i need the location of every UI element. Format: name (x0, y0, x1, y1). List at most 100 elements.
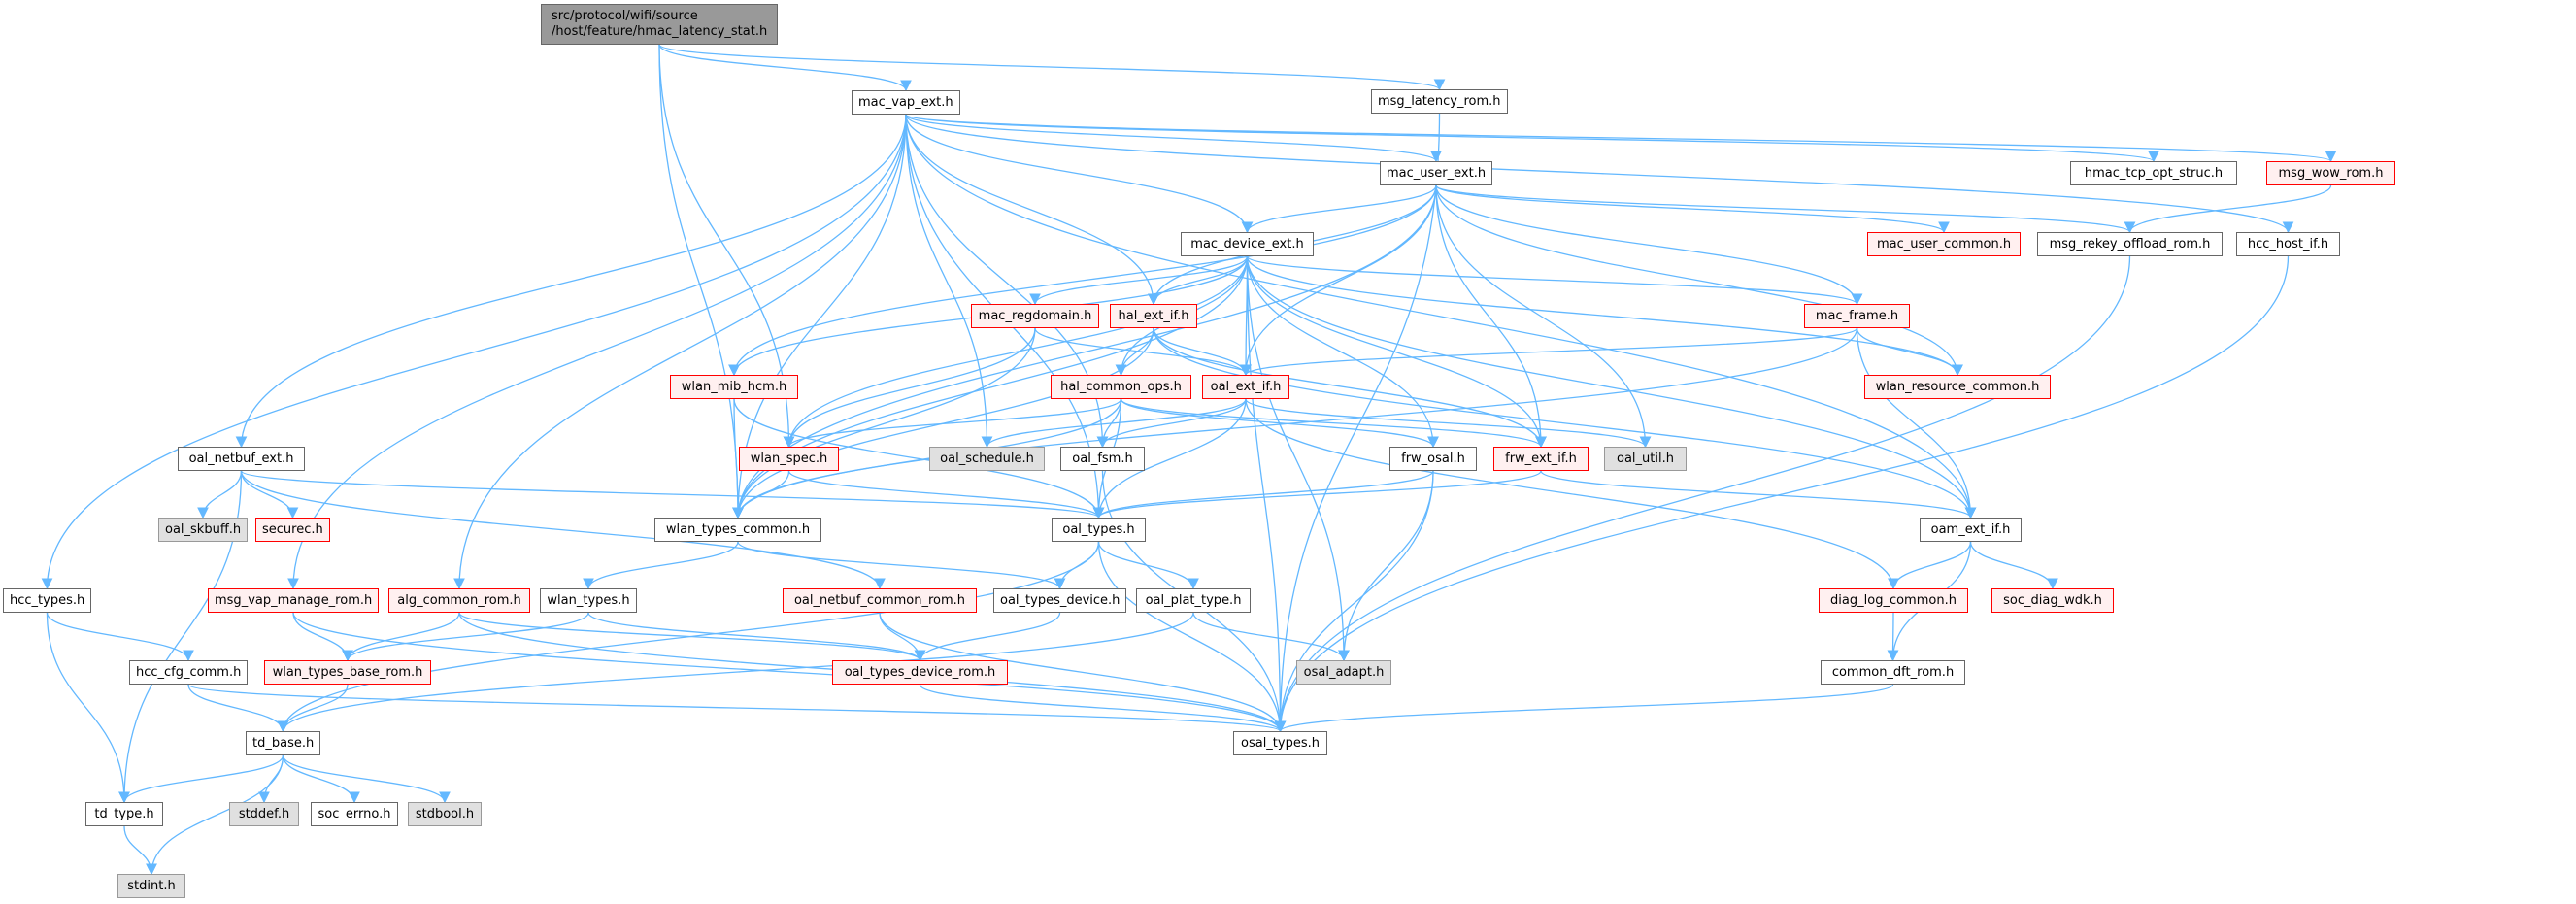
node-label: diag_log_common.h (1830, 593, 1957, 608)
edge-hcc-types-to-hcc-cfg-comm (46, 612, 194, 662)
edge-wlan-mib-hcm-to-oal-types (733, 398, 1105, 519)
edge-hal-common-ops-to-wlan-spec (783, 398, 1122, 449)
edge-root-to-msg-latency-rom (658, 44, 1445, 91)
node-label: hal_common_ops.h (1060, 380, 1182, 394)
node-label: stdbool.h (415, 807, 475, 821)
node-stdbool[interactable]: stdbool.h (408, 802, 482, 826)
edge-td-base-to-stdbool (282, 754, 451, 804)
node-common-dft-rom[interactable]: common_dft_rom.h (1821, 660, 1965, 685)
node-oal-util[interactable]: oal_util.h (1604, 447, 1687, 471)
node-msg-latency-rom[interactable]: msg_latency_rom.h (1371, 89, 1508, 114)
node-label: wlan_spec.h (750, 452, 828, 466)
node-hcc-host-if[interactable]: hcc_host_if.h (2236, 232, 2340, 256)
node-label: stddef.h (238, 807, 290, 821)
node-hcc-cfg-comm[interactable]: hcc_cfg_comm.h (129, 660, 249, 685)
edge-hcc-cfg-comm-to-osal-types (187, 684, 1286, 733)
node-oal-plat-type[interactable]: oal_plat_type.h (1136, 588, 1251, 613)
node-hal-common-ops[interactable]: hal_common_ops.h (1051, 375, 1191, 399)
node-oam-ext-if[interactable]: oam_ext_if.h (1920, 518, 2022, 542)
node-oal-netbuf-common-rom[interactable]: oal_netbuf_common_rom.h (783, 588, 977, 613)
node-frw-ext-if[interactable]: frw_ext_if.h (1493, 447, 1589, 471)
node-oal-ext-if[interactable]: oal_ext_if.h (1202, 375, 1289, 399)
edge-td-type-to-stdint (123, 825, 157, 876)
node-soc-diag-wdk[interactable]: soc_diag_wdk.h (1991, 588, 2114, 613)
node-soc-errno[interactable]: soc_errno.h (311, 802, 398, 826)
node-wlan-types-common[interactable]: wlan_types_common.h (654, 518, 821, 542)
edge-oal-types-device-rom-to-osal-types (919, 684, 1287, 733)
node-oal-types-device[interactable]: oal_types_device.h (993, 588, 1127, 613)
node-msg-rekey-offload-rom[interactable]: msg_rekey_offload_rom.h (2037, 232, 2223, 256)
node-td-type[interactable]: td_type.h (85, 802, 163, 826)
edge-wlan-mib-hcm-to-wlan-types-common (732, 398, 744, 519)
node-label: oal_netbuf_common_rom.h (793, 593, 966, 608)
node-mac-device-ext[interactable]: mac_device_ext.h (1181, 232, 1314, 256)
edge-mac-device-ext-to-wlan-resource-common (1246, 255, 1963, 377)
edge-oal-ext-if-to-diag-log-common (1245, 398, 1899, 590)
node-td-base[interactable]: td_base.h (246, 731, 321, 755)
node-root[interactable]: src/protocol/wifi/source/host/feature/hm… (541, 4, 778, 45)
node-securec[interactable]: securec.h (255, 518, 330, 542)
edge-root-to-wlan-types-common (658, 44, 744, 519)
node-oal-types[interactable]: oal_types.h (1052, 518, 1146, 542)
node-mac-vap-ext[interactable]: mac_vap_ext.h (852, 90, 960, 115)
node-hal-ext-if[interactable]: hal_ext_if.h (1110, 304, 1197, 328)
root-title-line: /host/feature/hmac_latency_stat.h (552, 24, 768, 39)
edge-mac-vap-ext-to-mac-user-ext (905, 114, 1442, 163)
node-hmac-tcp-opt-struc[interactable]: hmac_tcp_opt_struc.h (2070, 161, 2237, 185)
edge-oal-ext-if-to-oal-schedule (981, 398, 1247, 449)
edge-mac-device-ext-to-wlan-spec (783, 255, 1249, 449)
node-wlan-types-base-rom[interactable]: wlan_types_base_rom.h (264, 660, 431, 685)
edge-mac-user-ext-to-oal-util (1435, 184, 1652, 449)
edge-mac-vap-ext-to-hal-ext-if (905, 114, 1159, 306)
node-label: oal_util.h (1617, 452, 1674, 466)
edge-alg-common-rom-to-oal-types-device-rom (458, 612, 926, 662)
node-label: soc_diag_wdk.h (2003, 593, 2102, 608)
node-label: hal_ext_if.h (1118, 309, 1189, 323)
edge-msg-latency-rom-to-osal-types (1274, 113, 1441, 733)
node-wlan-mib-hcm[interactable]: wlan_mib_hcm.h (670, 375, 798, 399)
node-frw-osal[interactable]: frw_osal.h (1389, 447, 1477, 471)
node-diag-log-common[interactable]: diag_log_common.h (1819, 588, 1968, 613)
node-label: wlan_types_common.h (665, 522, 811, 537)
node-stddef[interactable]: stddef.h (229, 802, 299, 826)
node-osal-adapt[interactable]: osal_adapt.h (1296, 660, 1391, 685)
node-oal-skbuff[interactable]: oal_skbuff.h (158, 518, 249, 542)
node-label: wlan_types_base_rom.h (272, 665, 423, 680)
edge-oal-netbuf-common-rom-to-osal-types (879, 612, 1287, 733)
node-oal-types-device-rom[interactable]: oal_types_device_rom.h (832, 660, 1008, 685)
node-mac-user-ext[interactable]: mac_user_ext.h (1380, 161, 1493, 185)
edge-hal-ext-if-to-frw-ext-if (1153, 327, 1547, 449)
node-wlan-types[interactable]: wlan_types.h (540, 588, 637, 613)
node-label: soc_errno.h (318, 807, 391, 821)
node-hcc-types[interactable]: hcc_types.h (3, 588, 92, 613)
node-stdint[interactable]: stdint.h (117, 874, 185, 898)
node-alg-common-rom[interactable]: alg_common_rom.h (388, 588, 530, 613)
edge-oam-ext-if-to-soc-diag-wdk (1969, 541, 2058, 590)
node-label: hmac_tcp_opt_struc.h (2084, 166, 2224, 181)
node-wlan-spec[interactable]: wlan_spec.h (739, 447, 839, 471)
node-label: securec.h (262, 522, 323, 537)
node-label: osal_adapt.h (1303, 665, 1385, 680)
node-msg-vap-manage-rom[interactable]: msg_vap_manage_rom.h (208, 588, 380, 613)
root-title-line: src/protocol/wifi/source (552, 9, 698, 23)
node-label: oal_plat_type.h (1145, 593, 1242, 608)
node-oal-netbuf-ext[interactable]: oal_netbuf_ext.h (178, 447, 305, 471)
node-mac-regdomain[interactable]: mac_regdomain.h (971, 304, 1099, 328)
node-osal-types[interactable]: osal_types.h (1233, 731, 1327, 755)
node-wlan-resource-common[interactable]: wlan_resource_common.h (1864, 375, 2051, 399)
edge-msg-vap-manage-rom-to-wlan-types-base-rom (292, 612, 353, 662)
node-msg-wow-rom[interactable]: msg_wow_rom.h (2266, 161, 2395, 185)
node-label: alg_common_rom.h (397, 593, 521, 608)
node-label: mac_user_ext.h (1387, 166, 1487, 181)
edge-mac-device-ext-to-oam-ext-if (1246, 255, 1977, 519)
node-label: oal_schedule.h (940, 452, 1034, 466)
node-label: td_base.h (252, 736, 315, 751)
node-oal-schedule[interactable]: oal_schedule.h (929, 447, 1045, 471)
edge-root-to-wlan-spec (658, 44, 795, 449)
edge-mac-device-ext-to-hal-ext-if (1148, 255, 1249, 306)
node-oal-fsm[interactable]: oal_fsm.h (1060, 447, 1145, 471)
node-mac-frame[interactable]: mac_frame.h (1804, 304, 1910, 328)
node-mac-user-common[interactable]: mac_user_common.h (1867, 232, 2021, 256)
edge-mac-vap-ext-to-hcc-host-if (905, 114, 2294, 234)
